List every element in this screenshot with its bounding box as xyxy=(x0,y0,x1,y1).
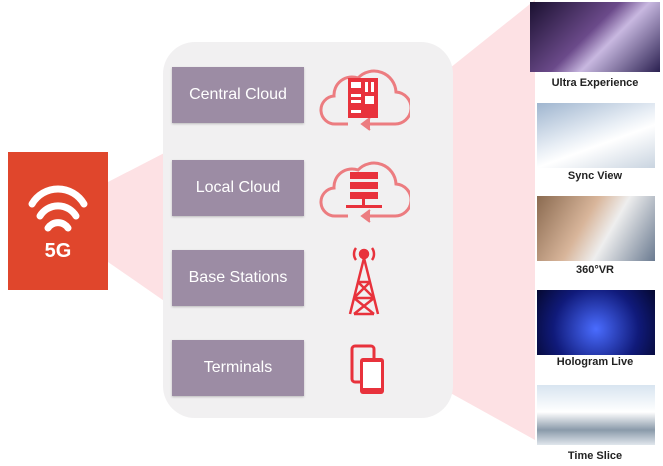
ultra-experience-image xyxy=(530,2,660,72)
360-vr-caption: 360°VR xyxy=(575,264,615,276)
360-vr-image xyxy=(537,196,655,261)
cloud-server-rack-icon xyxy=(319,69,410,131)
layer-central-cloud[interactable]: Central Cloud xyxy=(172,67,304,123)
sync-view-image xyxy=(537,103,655,168)
time-slice-caption: Time Slice xyxy=(567,450,623,462)
hologram-live-image xyxy=(537,290,655,355)
ultra-experience-caption: Ultra Experience xyxy=(551,77,639,89)
hologram-live-caption: Hologram Live xyxy=(556,356,634,368)
layer-base-stations[interactable]: Base Stations xyxy=(172,250,304,306)
5g-label: 5G xyxy=(44,240,72,262)
left-funnel xyxy=(108,150,170,305)
layer-local-cloud[interactable]: Local Cloud xyxy=(172,160,304,216)
time-slice-image xyxy=(537,385,655,445)
sync-view-caption: Sync View xyxy=(567,170,623,182)
right-funnel xyxy=(445,0,535,440)
layer-terminals[interactable]: Terminals xyxy=(172,340,304,396)
cloud-server-stack-icon xyxy=(319,161,410,223)
5g-badge: 5G xyxy=(8,152,108,290)
wireless-signal-icon xyxy=(28,185,88,232)
antenna-tower-icon xyxy=(348,247,380,316)
mobile-devices-icon xyxy=(350,344,384,394)
